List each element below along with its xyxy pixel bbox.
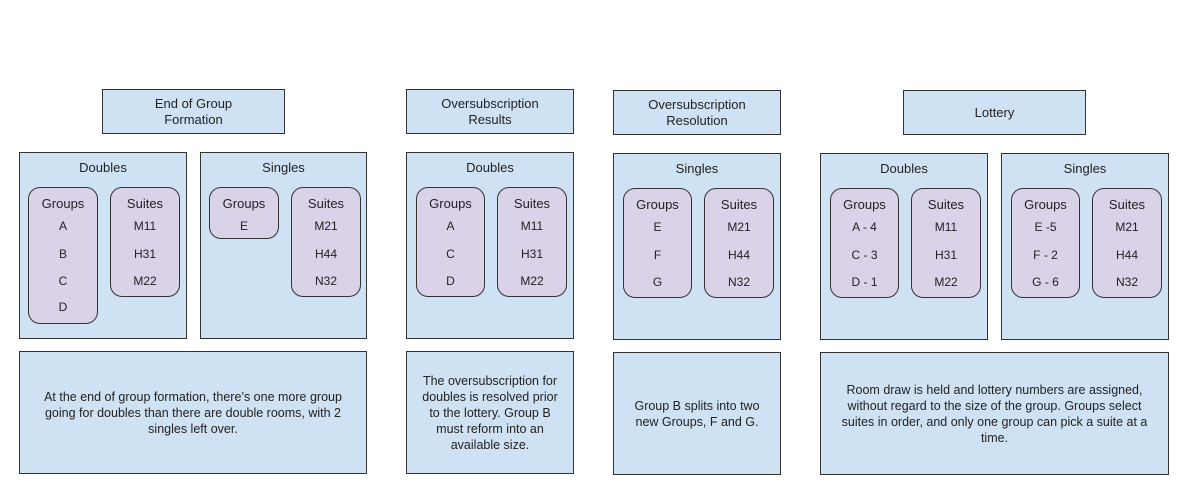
stage-title-oversubscription-results: Oversubscription Results — [406, 89, 574, 134]
suite-item: M22 — [934, 275, 958, 289]
suite-item: M21 — [1115, 220, 1139, 234]
suites-heading: Suites — [927, 197, 965, 212]
stage-title-text: Lottery — [974, 104, 1015, 120]
panel-singles-lottery: Singles Groups E -5 F - 2 G - 6 Suites M… — [1001, 153, 1169, 340]
panel-singles-resolution: Singles Groups E F G Suites M21 H44 N32 — [613, 153, 781, 340]
groups-pill: Groups E — [209, 187, 279, 239]
panel-label: Doubles — [466, 160, 514, 175]
suites-pill: Suites M21 H44 N32 — [1092, 188, 1162, 298]
suites-pill: Suites M11 H31 M22 — [911, 188, 981, 298]
suite-item: N32 — [314, 274, 337, 288]
group-item: E — [239, 219, 248, 233]
suites-heading: Suites — [720, 197, 758, 212]
panel-label: Singles — [262, 160, 305, 175]
groups-heading: Groups — [222, 196, 266, 211]
stage-title-text: Oversubscription Resolution — [648, 96, 746, 128]
description-text: Room draw is held and lottery numbers ar… — [841, 382, 1148, 445]
group-item: A — [58, 219, 67, 233]
groups-pill: Groups A - 4 C - 3 D - 1 — [830, 188, 899, 298]
stage-title-lottery: Lottery — [903, 90, 1086, 135]
suite-item: H31 — [934, 248, 957, 262]
group-item: C — [58, 274, 68, 288]
stage-title-oversubscription-resolution: Oversubscription Resolution — [613, 90, 781, 135]
suites-pill: Suites M11 H31 M22 — [497, 187, 567, 297]
suites-heading: Suites — [307, 196, 345, 211]
description-text: At the end of group formation, there’s o… — [44, 389, 342, 436]
suite-item: M21 — [314, 219, 338, 233]
groups-pill: Groups E F G — [623, 188, 692, 298]
stage-title-end-of-group-formation: End of Group Formation — [102, 89, 285, 134]
suite-item: H31 — [520, 247, 543, 261]
groups-pill: Groups E -5 F - 2 G - 6 — [1011, 188, 1080, 298]
group-item: G — [652, 275, 663, 289]
panel-label: Singles — [675, 161, 719, 176]
suite-item: M21 — [727, 220, 751, 234]
suites-heading: Suites — [513, 196, 551, 211]
groups-heading: Groups — [429, 196, 472, 211]
group-item: D - 1 — [851, 275, 878, 289]
suite-item: N32 — [1115, 275, 1138, 289]
panel-doubles-lottery: Doubles Groups A - 4 C - 3 D - 1 Suites … — [820, 153, 988, 340]
group-item: G - 6 — [1032, 275, 1059, 289]
panel-doubles-formation: Doubles Groups A B C D Suites M11 H31 M2… — [19, 152, 187, 339]
group-item: A — [446, 219, 455, 233]
panel-singles-formation: Singles Groups E Suites M21 H44 N32 — [200, 152, 367, 339]
suites-pill: Suites M21 H44 N32 — [291, 187, 361, 297]
group-item: C — [446, 247, 455, 261]
suite-item: M11 — [133, 219, 157, 233]
suites-pill: Suites M11 H31 M22 — [110, 187, 180, 297]
suite-item: H44 — [314, 247, 337, 261]
groups-heading: Groups — [1024, 197, 1067, 212]
panel-label: Doubles — [880, 161, 928, 176]
suite-item: M22 — [520, 274, 544, 288]
panel-label: Singles — [1063, 161, 1107, 176]
group-item: D — [58, 300, 68, 314]
stage-title-text: Oversubscription Results — [441, 95, 539, 127]
description-end-of-group-formation: At the end of group formation, there’s o… — [19, 351, 367, 474]
group-item: D — [446, 274, 455, 288]
stage-title-text: End of Group Formation — [154, 95, 233, 127]
suite-item: N32 — [727, 275, 750, 289]
group-item: B — [58, 247, 67, 261]
description-text: Group B splits into two new Groups, F an… — [634, 398, 760, 429]
group-item: F — [653, 248, 662, 262]
suite-item: H44 — [1115, 248, 1138, 262]
suites-heading: Suites — [126, 196, 164, 211]
description-text: The oversubscription for doubles is reso… — [422, 373, 558, 452]
group-item: A - 4 — [852, 220, 877, 234]
suites-heading: Suites — [1108, 197, 1146, 212]
suite-item: M11 — [934, 220, 958, 234]
suites-pill: Suites M21 H44 N32 — [704, 188, 774, 298]
groups-pill: Groups A B C D — [28, 187, 98, 324]
group-item: C - 3 — [851, 248, 878, 262]
description-oversubscription-results: The oversubscription for doubles is reso… — [406, 351, 574, 474]
panel-doubles-results: Doubles Groups A C D Suites M11 H31 M22 — [406, 152, 574, 339]
groups-heading: Groups — [843, 197, 886, 212]
suite-item: M22 — [133, 274, 157, 288]
group-item: E -5 — [1034, 220, 1057, 234]
suite-item: H31 — [133, 247, 156, 261]
groups-heading: Groups — [41, 196, 85, 211]
suite-item: M11 — [520, 219, 544, 233]
group-item: F - 2 — [1033, 248, 1058, 262]
suite-item: H44 — [727, 248, 750, 262]
group-item: E — [653, 220, 662, 234]
description-lottery: Room draw is held and lottery numbers ar… — [820, 352, 1169, 475]
description-oversubscription-resolution: Group B splits into two new Groups, F an… — [613, 352, 781, 475]
panel-label: Doubles — [79, 160, 127, 175]
groups-heading: Groups — [636, 197, 679, 212]
groups-pill: Groups A C D — [416, 187, 485, 297]
